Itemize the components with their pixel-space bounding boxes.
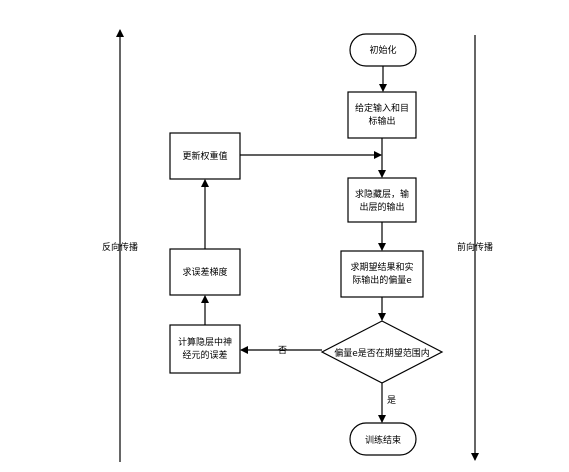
error-gradient-node — [169, 248, 241, 296]
end-node — [349, 422, 417, 456]
backprop-label: 反向传播 — [102, 241, 138, 253]
decision-label: 偏量e是否在期望范围内 — [334, 347, 430, 359]
update-weights-node — [169, 132, 241, 180]
init-label: 初始化 — [369, 44, 396, 56]
deviation-label-line1: 求期望结果和实 — [350, 261, 413, 273]
error-gradient-label: 求误差梯度 — [182, 266, 227, 278]
update-weights-label: 更新权重值 — [182, 150, 227, 162]
hidden-output-label-line1: 求隐藏层，输 — [355, 188, 409, 200]
neuron-error-node — [169, 324, 241, 374]
hidden-output-label-line2: 出层的输出 — [359, 201, 404, 213]
input-label-line1: 给定输入和目 — [355, 102, 409, 114]
neuron-error-label-line2: 经元的误差 — [182, 349, 227, 361]
hidden-output-node — [347, 177, 417, 223]
deviation-label-line2: 际输出的偏量e — [352, 274, 412, 286]
edge-no-label: 否 — [278, 345, 287, 356]
deviation-node — [340, 250, 424, 298]
forward-label: 前向传播 — [457, 241, 493, 253]
end-label: 训练结束 — [365, 434, 401, 446]
input-label-line2: 标输出 — [368, 115, 395, 127]
input-node — [347, 91, 417, 139]
neuron-error-label-line1: 计算隐层中神 — [178, 336, 232, 348]
edge-yes-label: 是 — [387, 395, 396, 406]
